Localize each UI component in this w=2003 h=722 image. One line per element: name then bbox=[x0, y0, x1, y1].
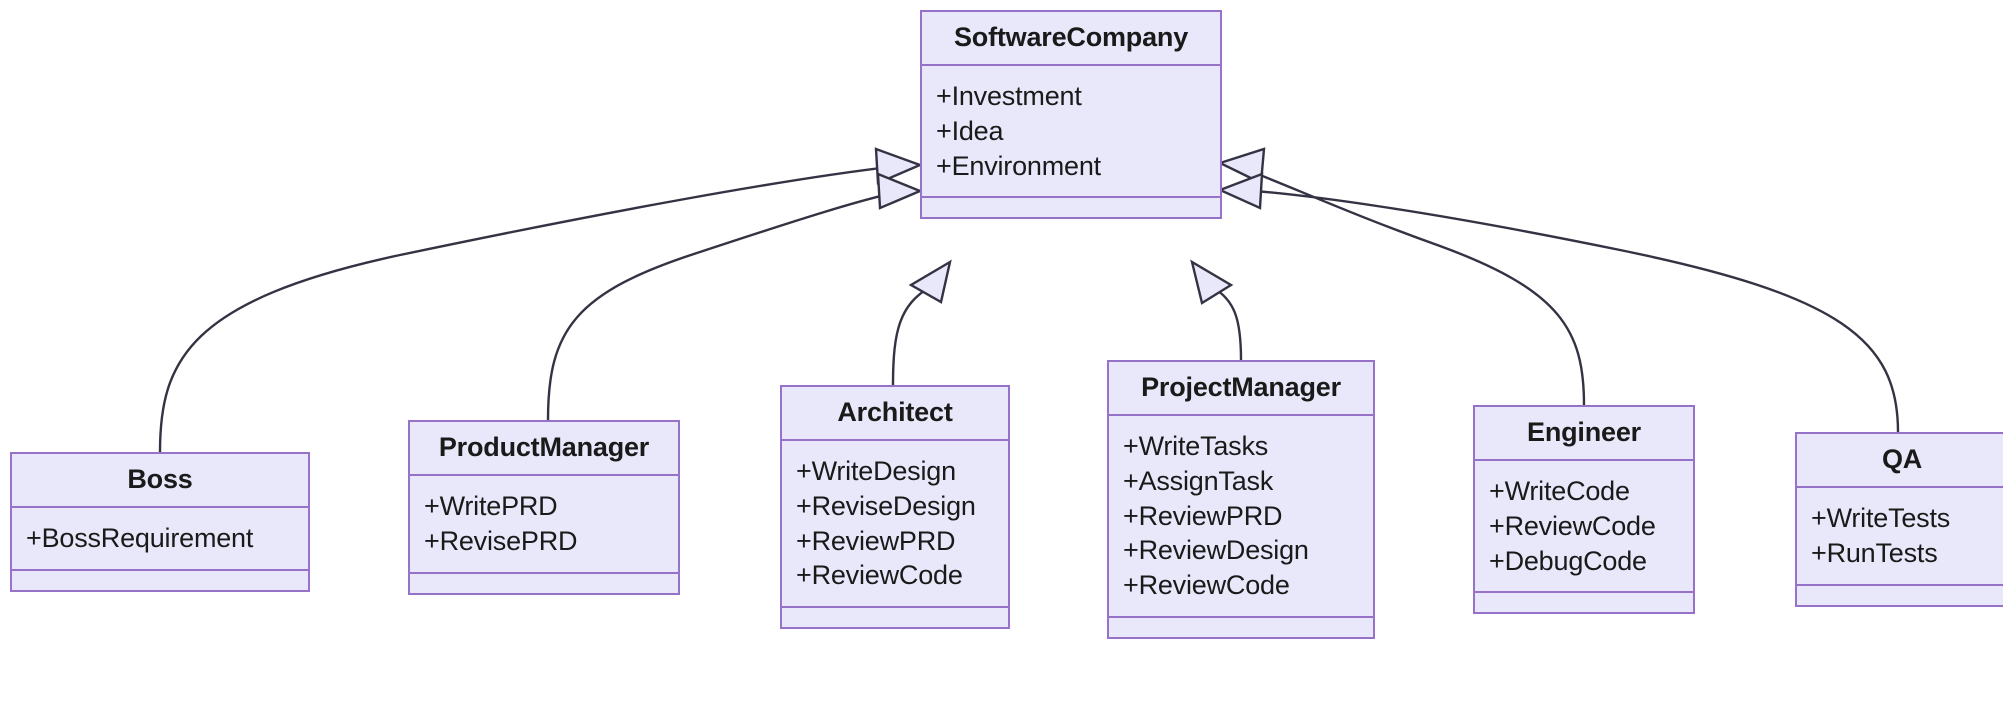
class-methods-engineer bbox=[1475, 593, 1693, 612]
class-attributes-boss: +BossRequirement bbox=[12, 508, 308, 571]
attribute-row: +BossRequirement bbox=[26, 523, 254, 553]
class-title-qa: QA bbox=[1797, 434, 2003, 488]
attribute-row: +ReviewCode bbox=[796, 560, 963, 591]
class-attributes-project-manager: +WriteTasks +AssignTask +ReviewPRD +Revi… bbox=[1109, 416, 1373, 619]
class-node-project-manager[interactable]: ProjectManager +WriteTasks +AssignTask +… bbox=[1107, 360, 1375, 640]
class-attributes-qa: +WriteTests +RunTests bbox=[1797, 488, 2003, 586]
attribute-row: +WritePRD bbox=[424, 491, 558, 521]
attribute-row: +WriteTasks bbox=[1123, 431, 1269, 461]
class-attributes-architect: +WriteDesign +ReviseDesign +ReviewPRD +R… bbox=[782, 441, 1008, 609]
class-title-engineer: Engineer bbox=[1475, 407, 1693, 461]
generalization-arrowhead-qa bbox=[1216, 172, 1264, 210]
class-node-boss[interactable]: Boss +BossRequirement bbox=[10, 452, 310, 592]
class-title-boss: Boss bbox=[12, 454, 308, 508]
class-title-software-company: SoftwareCompany bbox=[922, 12, 1220, 66]
attribute-row: +Investment bbox=[936, 81, 1082, 111]
edge-projectmanager-to-softwarecompany bbox=[1211, 285, 1243, 361]
attribute-row: +RunTests bbox=[1811, 537, 1938, 568]
class-title-project-manager: ProjectManager bbox=[1109, 362, 1373, 416]
attribute-row: +Environment bbox=[936, 150, 1101, 181]
class-methods-project-manager bbox=[1109, 618, 1373, 637]
generalization-arrowhead-productmanager bbox=[876, 172, 924, 210]
attribute-row: +ReviewCode bbox=[1123, 570, 1290, 601]
attribute-row: +WriteCode bbox=[1489, 476, 1630, 506]
generalization-arrowhead-architect bbox=[908, 259, 952, 304]
attribute-row: +WriteTests bbox=[1811, 503, 1951, 533]
class-node-qa[interactable]: QA +WriteTests +RunTests bbox=[1795, 432, 2003, 607]
generalization-arrowhead-boss bbox=[874, 147, 924, 185]
class-node-software-company[interactable]: SoftwareCompany +Investment +Idea +Envir… bbox=[920, 10, 1222, 220]
class-methods-qa bbox=[1797, 586, 2003, 605]
class-attributes-engineer: +WriteCode +ReviewCode +DebugCode bbox=[1475, 461, 1693, 594]
class-title-product-manager: ProductManager bbox=[410, 422, 678, 476]
attribute-row: +RevisePRD bbox=[424, 525, 578, 556]
attribute-row: +ReviewCode bbox=[1489, 510, 1656, 541]
class-methods-architect bbox=[782, 608, 1008, 627]
generalization-arrowhead-engineer bbox=[1216, 147, 1266, 185]
class-node-product-manager[interactable]: ProductManager +WritePRD +RevisePRD bbox=[408, 420, 680, 595]
attribute-row: +AssignTask bbox=[1123, 465, 1274, 496]
class-node-engineer[interactable]: Engineer +WriteCode +ReviewCode +DebugCo… bbox=[1473, 405, 1695, 615]
attribute-row: +WriteDesign bbox=[796, 456, 956, 486]
attribute-row: +DebugCode bbox=[1489, 545, 1647, 576]
class-title-architect: Architect bbox=[782, 387, 1008, 441]
edge-architect-to-softwarecompany bbox=[891, 285, 931, 386]
attribute-row: +ReviewPRD bbox=[1123, 500, 1283, 531]
class-methods-product-manager bbox=[410, 574, 678, 593]
class-methods-boss bbox=[12, 571, 308, 590]
class-methods-software-company bbox=[922, 198, 1220, 217]
generalization-arrowhead-projectmanager bbox=[1190, 259, 1234, 305]
class-attributes-software-company: +Investment +Idea +Environment bbox=[922, 66, 1220, 199]
class-attributes-product-manager: +WritePRD +RevisePRD bbox=[410, 476, 678, 574]
class-node-architect[interactable]: Architect +WriteDesign +ReviseDesign +Re… bbox=[780, 385, 1010, 630]
attribute-row: +Idea bbox=[936, 115, 1004, 146]
attribute-row: +ReviseDesign bbox=[796, 490, 976, 521]
attribute-row: +ReviewDesign bbox=[1123, 535, 1309, 566]
attribute-row: +ReviewPRD bbox=[796, 525, 956, 556]
